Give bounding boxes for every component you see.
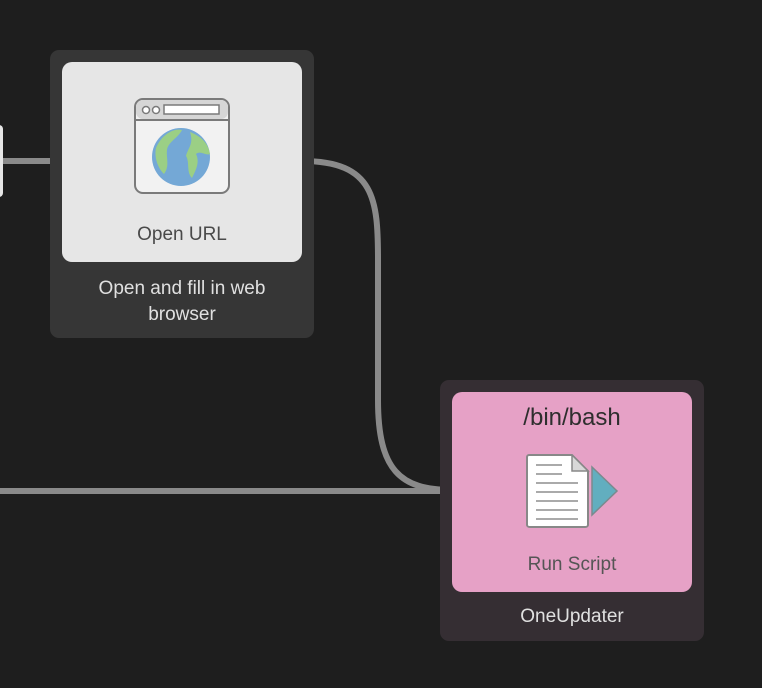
- browser-globe-icon: [134, 98, 230, 194]
- run-script-node-body[interactable]: /bin/bash Run Script: [452, 392, 692, 592]
- node-type-label: Run Script: [527, 554, 617, 575]
- partial-node-left[interactable]: [0, 125, 3, 197]
- node-title-line: browser: [148, 304, 216, 325]
- open-url-node[interactable]: Open URL Open and fill in web browser: [50, 50, 314, 338]
- run-script-node[interactable]: /bin/bash Run Script OneUpdater: [440, 380, 704, 641]
- node-title: Open and fill in web browser: [50, 276, 314, 328]
- node-title: OneUpdater: [520, 606, 624, 627]
- node-title-line: Open and fill in web: [98, 278, 266, 299]
- run-script-icon: [526, 454, 619, 528]
- open-url-node-body[interactable]: Open URL: [62, 62, 302, 262]
- connection-line: [301, 158, 453, 493]
- node-type-label: Open URL: [137, 224, 227, 245]
- node-header: /bin/bash: [523, 404, 621, 431]
